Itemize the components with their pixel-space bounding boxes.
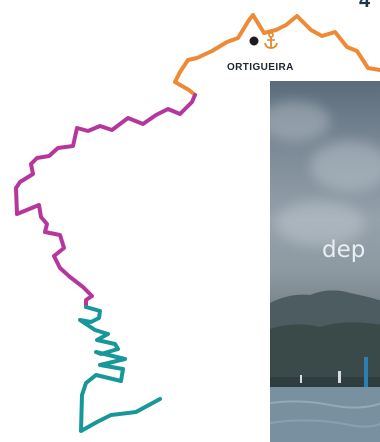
harbor-photo: dep	[270, 81, 380, 442]
anchor-icon	[264, 32, 278, 49]
cloud-shape	[310, 141, 380, 191]
hills-shape	[270, 290, 380, 442]
port-label: ORTIGUEIRA	[227, 62, 294, 73]
location-dot-icon	[249, 36, 259, 46]
photo-overlay-text: dep	[322, 237, 366, 263]
route-segment-north	[173, 13, 380, 97]
route-segment-middle	[14, 93, 197, 309]
page-number: 4	[359, 0, 371, 12]
cloud-shape	[275, 201, 365, 246]
route-segment-south	[78, 305, 162, 433]
cloud-shape	[270, 101, 330, 141]
